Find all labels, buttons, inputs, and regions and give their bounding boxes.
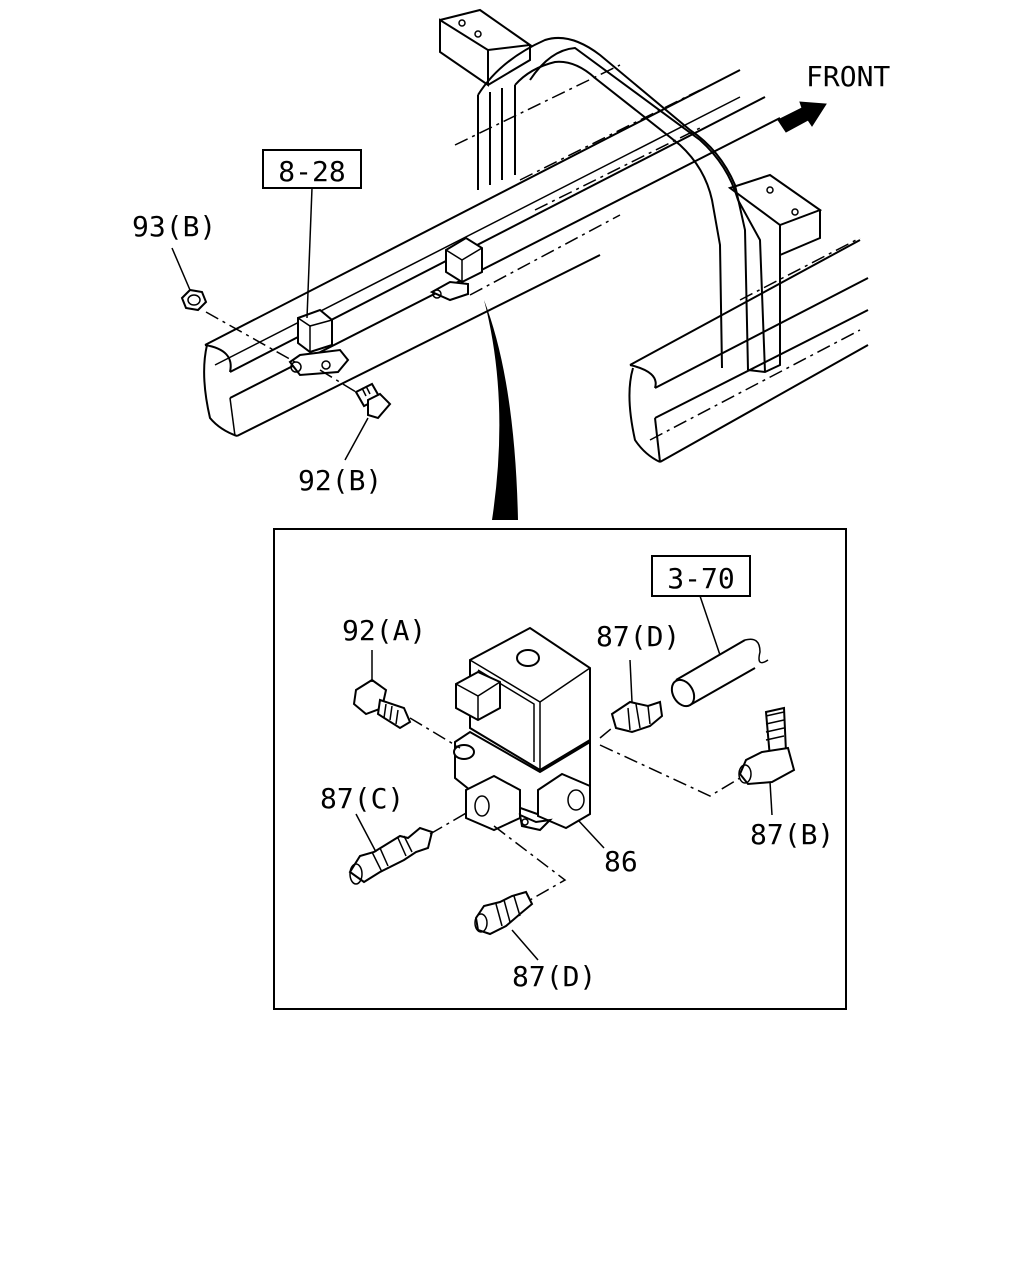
callout-87c: 87(C) bbox=[320, 782, 404, 815]
reference-box-8-28: 8-28 bbox=[262, 149, 362, 319]
callout-93b: 93(B) bbox=[132, 210, 216, 243]
nut-93b bbox=[171, 247, 296, 363]
fitting-87c bbox=[348, 811, 469, 885]
fitting-87d-bottom bbox=[474, 825, 567, 961]
front-direction: FRONT bbox=[777, 60, 890, 133]
callout-87b: 87(B) bbox=[750, 818, 834, 851]
front-label: FRONT bbox=[806, 60, 890, 93]
air-pipe bbox=[670, 638, 769, 708]
callout-92a: 92(A) bbox=[342, 614, 426, 647]
bolt-92a bbox=[352, 650, 461, 749]
callout-87d-top: 87(D) bbox=[596, 620, 680, 653]
bolt-92b bbox=[319, 369, 392, 461]
callout-92b: 92(B) bbox=[298, 464, 382, 497]
valve-mounted-right bbox=[429, 236, 483, 302]
reference-box-3-70: 3-70 bbox=[651, 555, 751, 656]
valve-mounted-left bbox=[288, 308, 350, 377]
callout-86: 86 bbox=[604, 845, 638, 878]
front-arrow-icon bbox=[777, 101, 827, 133]
reference-label-8-28: 8-28 bbox=[278, 155, 345, 188]
reference-label-3-70: 3-70 bbox=[667, 562, 734, 595]
chassis-frame bbox=[203, 8, 869, 463]
detail-pointer bbox=[484, 300, 518, 520]
callout-87d-bottom: 87(D) bbox=[512, 960, 596, 993]
fitting-87b bbox=[599, 706, 796, 816]
valve-86 bbox=[453, 626, 605, 849]
fitting-87d-top bbox=[599, 659, 664, 739]
